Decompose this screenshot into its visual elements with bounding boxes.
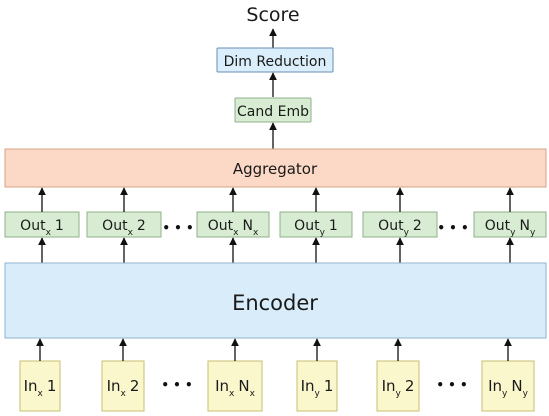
score-label: Score xyxy=(246,4,299,26)
encoder-label: Encoder xyxy=(232,291,318,315)
output-label-base: Out xyxy=(294,218,320,234)
output-label-base: Out xyxy=(20,218,46,234)
output-label-sub: x xyxy=(233,228,239,238)
input-box xyxy=(376,360,420,412)
input-box xyxy=(19,360,61,412)
input-label-suffix: 1 xyxy=(324,377,334,395)
outputs-ellipsis-y: • • • xyxy=(437,221,468,235)
cand-emb-box xyxy=(234,97,312,123)
output-label-suffix: 2 xyxy=(413,218,422,234)
input-label-base: In xyxy=(215,377,229,395)
input-label-base: In xyxy=(488,377,502,395)
input-label-base: In xyxy=(301,377,315,395)
output-label-suffix: N xyxy=(242,218,252,234)
encoder-block: Encoder xyxy=(4,262,547,339)
output-box xyxy=(4,211,80,238)
input-label-suffix: N xyxy=(238,377,249,395)
input-label-base: In xyxy=(107,377,121,395)
input-label-sub: x xyxy=(38,389,44,399)
output-label-base: Out xyxy=(485,218,511,234)
input-label-base: In xyxy=(24,377,38,395)
input-box xyxy=(296,360,338,412)
aggregator-label: Aggregator xyxy=(233,160,318,178)
input-label-suffix: 2 xyxy=(130,377,140,395)
output-label-suffix-sub: x xyxy=(253,228,259,238)
inputs-ellipsis-y: • • • xyxy=(436,378,467,392)
input-label-sub: x xyxy=(121,389,127,399)
output-label-sub: x xyxy=(128,228,134,238)
outputs-ellipsis-x: • • • xyxy=(162,221,193,235)
input-label-base: In xyxy=(382,377,396,395)
output-label-suffix: 1 xyxy=(329,218,338,234)
output-label-suffix: 2 xyxy=(137,218,146,234)
output-label-suffix-sub: y xyxy=(530,228,536,238)
input-label-suffix: 1 xyxy=(47,377,57,395)
output-label-sub: x xyxy=(46,228,52,238)
inputs-ellipsis-x: • • • xyxy=(161,378,192,392)
output-label-sub: y xyxy=(510,228,516,238)
dim-reduction-label: Dim Reduction xyxy=(224,54,327,70)
aggregator-box xyxy=(4,148,547,188)
input-label-sub: y xyxy=(396,389,402,399)
cand-emb-label: Cand Emb xyxy=(237,104,309,120)
input-label-sub: y xyxy=(502,389,508,399)
output-box xyxy=(473,211,547,238)
dim-reduction-block: Dim Reduction xyxy=(216,47,334,73)
input-label-suffix: N xyxy=(511,377,522,395)
aggregator-block: Aggregator xyxy=(4,148,547,188)
output-box xyxy=(279,211,353,238)
output-label-suffix: N xyxy=(519,218,529,234)
input-box xyxy=(481,360,535,412)
input-label-suffix: 2 xyxy=(405,377,415,395)
output-label-sub: y xyxy=(404,228,410,238)
input-box xyxy=(101,360,145,412)
input-label-suffix-sub: x xyxy=(250,389,256,399)
output-box xyxy=(86,211,162,238)
output-box xyxy=(196,211,270,238)
cand-emb-block: Cand Emb xyxy=(234,97,312,123)
encoder-box xyxy=(4,262,547,339)
input-label-suffix-sub: y xyxy=(523,389,529,399)
input-label-sub: y xyxy=(315,389,321,399)
dim-reduction-box xyxy=(216,47,334,73)
output-label-sub: y xyxy=(320,228,326,238)
input-box xyxy=(207,360,263,412)
input-label-sub: x xyxy=(229,389,235,399)
output-label-base: Out xyxy=(102,218,128,234)
output-label-base: Out xyxy=(208,218,234,234)
output-label-base: Out xyxy=(378,218,404,234)
output-label-suffix: 1 xyxy=(55,218,64,234)
